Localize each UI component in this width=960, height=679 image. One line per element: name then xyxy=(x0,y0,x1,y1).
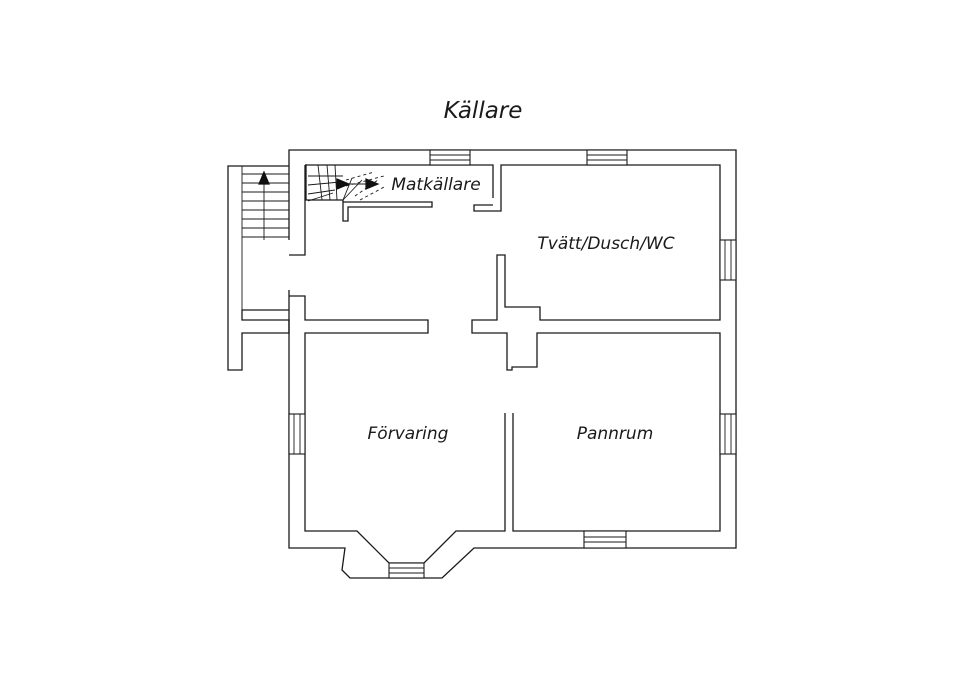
window-right-lower xyxy=(719,413,737,455)
room-label-forvaring: Förvaring xyxy=(368,424,449,444)
room-label-pannrum: Pannrum xyxy=(577,424,654,444)
arrow-right-icon-2 xyxy=(365,178,380,190)
room-label-tvatt: Tvätt/Dusch/WC xyxy=(537,234,674,254)
windows xyxy=(288,149,737,579)
window-bottom-right xyxy=(583,530,627,549)
window-right-upper xyxy=(719,239,737,281)
external-stair xyxy=(227,165,290,371)
room-label-matkallare: Matkällare xyxy=(391,175,480,195)
stair-landing-wall xyxy=(305,164,433,222)
top-inner-wall xyxy=(305,164,494,198)
arrow-right-icon xyxy=(336,178,351,190)
outer-walls xyxy=(288,149,737,579)
window-top-left xyxy=(429,149,471,166)
left-inner-wall-top xyxy=(289,165,306,256)
window-bay xyxy=(388,562,425,579)
arrow-up-icon xyxy=(258,170,270,185)
internal-stair xyxy=(307,164,387,202)
window-left xyxy=(288,413,306,455)
window-top-right xyxy=(586,149,628,166)
plan-title: Källare xyxy=(444,98,523,124)
interior-walls xyxy=(471,164,721,532)
forvaring-walls xyxy=(289,295,506,564)
external-stair-wall xyxy=(227,165,290,371)
